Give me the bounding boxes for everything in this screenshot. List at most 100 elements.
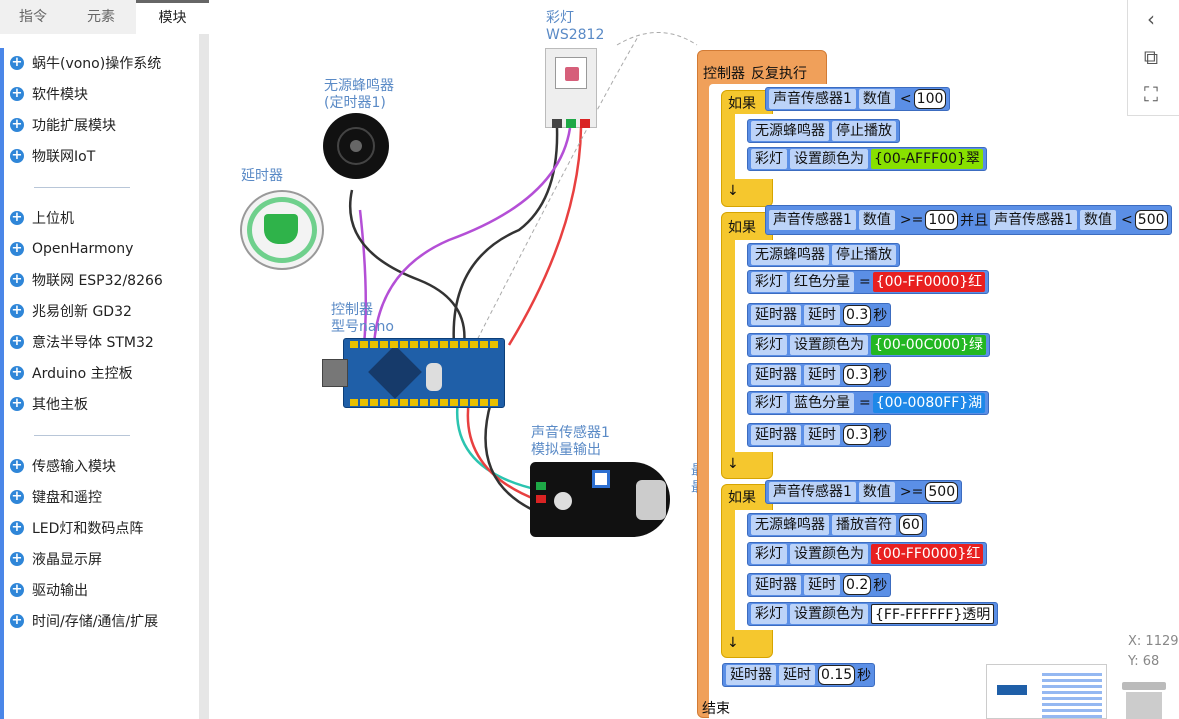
- cursor-x: X: 1129: [1128, 634, 1179, 649]
- statement-block[interactable]: 彩灯红色分量={00-FF0000}红: [747, 270, 990, 294]
- value-field[interactable]: 0.15: [818, 665, 856, 685]
- expand-plus-icon[interactable]: +: [10, 551, 24, 566]
- color-chip[interactable]: {00-FF0000}红: [871, 544, 984, 564]
- category-item[interactable]: + 时间/存储/通信/扩展: [10, 610, 158, 632]
- chevron-left-icon[interactable]: ‹: [1147, 7, 1155, 31]
- value-field[interactable]: 0.3: [843, 365, 872, 385]
- minimap[interactable]: [986, 664, 1107, 719]
- category-label: 传感输入模块: [32, 459, 116, 475]
- value-field[interactable]: 0.3: [843, 425, 872, 445]
- category-item[interactable]: +软件模块: [10, 83, 88, 105]
- sound-sensor-module[interactable]: [530, 462, 670, 537]
- statement-block[interactable]: 彩灯蓝色分量={00-0080FF}湖: [747, 391, 990, 415]
- tab-commands[interactable]: 指令: [19, 9, 47, 25]
- value-field[interactable]: 500: [1134, 210, 1168, 230]
- statement-block[interactable]: 无源蜂鸣器停止播放: [747, 119, 900, 143]
- if-label: 如果: [728, 220, 756, 236]
- statement-block[interactable]: 彩灯设置颜色为{FF-FFFFFF}透明: [747, 602, 999, 626]
- value-field[interactable]: 60: [899, 515, 923, 535]
- expand-plus-icon[interactable]: +: [10, 396, 24, 411]
- category-item[interactable]: + 功能扩展模块: [10, 114, 116, 136]
- tab-elements[interactable]: 元素: [87, 9, 115, 25]
- statement-block[interactable]: 无源蜂鸣器停止播放: [747, 243, 900, 267]
- expand-plus-icon[interactable]: +: [10, 520, 24, 535]
- if-label: 如果: [728, 490, 756, 506]
- category-item[interactable]: + 键盘和遥控: [10, 486, 102, 508]
- statement-block[interactable]: 彩灯设置颜色为{00-FF0000}红: [747, 542, 988, 566]
- category-item[interactable]: +液晶显示屏: [10, 548, 102, 570]
- value-field[interactable]: 500: [925, 482, 959, 502]
- mcu-chip: [368, 345, 422, 399]
- expand-plus-icon[interactable]: +: [10, 210, 24, 225]
- category-item[interactable]: +意法半导体 STM32: [10, 331, 154, 353]
- statement-block[interactable]: 彩灯设置颜色为{00-AFFF00}翠: [747, 147, 987, 171]
- tab-modules[interactable]: 模块: [136, 0, 209, 34]
- copy-icon[interactable]: ⧉: [1143, 45, 1159, 69]
- category-list: + 蜗牛(vono)操作系统 +软件模块 + 功能扩展模块 +物联网IoT +上位机…: [0, 48, 199, 719]
- expand-plus-icon[interactable]: +: [10, 365, 24, 380]
- statement-block[interactable]: 彩灯设置颜色为{00-00C000}绿: [747, 333, 990, 357]
- expand-plus-icon[interactable]: +: [10, 117, 24, 132]
- nano-board[interactable]: [322, 338, 505, 408]
- category-item[interactable]: +Arduino 主控板: [10, 362, 133, 384]
- expand-plus-icon[interactable]: +: [10, 582, 24, 597]
- divider: [34, 435, 130, 436]
- value-field[interactable]: 100: [925, 210, 959, 230]
- category-label: 功能扩展模块: [32, 118, 116, 134]
- buzzer-device[interactable]: [323, 113, 389, 179]
- fit-screen-icon[interactable]: ⛶: [1144, 82, 1158, 106]
- color-chip[interactable]: {00-FF0000}红: [872, 272, 986, 292]
- expand-plus-icon[interactable]: +: [10, 458, 24, 473]
- expand-plus-icon[interactable]: +: [10, 241, 24, 256]
- expand-plus-icon[interactable]: +: [10, 303, 24, 318]
- timer-device[interactable]: [240, 190, 324, 270]
- led-module[interactable]: [545, 48, 597, 128]
- category-item[interactable]: +OpenHarmony: [10, 238, 133, 260]
- module-panel: 指令 元素 模块 + 蜗牛(vono)操作系统 +软件模块 + 功能扩展模块 +物联…: [0, 0, 209, 719]
- timer-label: 延时器: [241, 168, 283, 184]
- expand-plus-icon[interactable]: +: [10, 148, 24, 163]
- expand-plus-icon[interactable]: +: [10, 489, 24, 504]
- value-field[interactable]: 0.3: [843, 305, 872, 325]
- color-chip[interactable]: {00-00C000}绿: [871, 335, 986, 355]
- category-item[interactable]: +物联网IoT: [10, 145, 95, 167]
- category-item[interactable]: +物联网 ESP32/8266: [10, 269, 163, 291]
- expand-plus-icon[interactable]: +: [10, 334, 24, 349]
- panel-tabs: 指令 元素 模块: [0, 0, 209, 34]
- loop-header: 控制器反复执行: [703, 66, 807, 82]
- color-chip[interactable]: {00-AFFF00}翠: [871, 149, 983, 169]
- expand-plus-icon[interactable]: +: [10, 272, 24, 287]
- category-label: LED灯和数码点阵: [32, 521, 144, 537]
- category-item[interactable]: +驱动输出: [10, 579, 88, 601]
- color-chip[interactable]: {FF-FFFFFF}透明: [871, 604, 995, 624]
- category-item[interactable]: +兆易创新 GD32: [10, 300, 132, 322]
- cursor-y: Y: 68: [1128, 654, 1160, 669]
- category-item[interactable]: +其他主板: [10, 393, 88, 415]
- category-item[interactable]: +上位机: [10, 207, 74, 229]
- category-label: 键盘和遥控: [32, 490, 102, 506]
- trash-icon[interactable]: [1114, 674, 1174, 719]
- category-label: 时间/存储/通信/扩展: [32, 614, 159, 630]
- controller-label: 控制器型号nano: [331, 302, 394, 335]
- category-item[interactable]: + LED灯和数码点阵: [10, 517, 143, 539]
- category-item[interactable]: + 蜗牛(vono)操作系统: [10, 52, 161, 74]
- expand-plus-icon[interactable]: +: [10, 86, 24, 101]
- expand-plus-icon[interactable]: +: [10, 55, 24, 70]
- led-chip: [555, 57, 587, 89]
- category-item[interactable]: + 传感输入模块: [10, 455, 116, 477]
- expand-plus-icon[interactable]: +: [10, 613, 24, 628]
- value-field[interactable]: 0.2: [843, 575, 872, 595]
- category-label: 蜗牛(vono)操作系统: [32, 56, 162, 72]
- color-chip[interactable]: {00-0080FF}湖: [872, 393, 986, 413]
- value-field[interactable]: 100: [913, 89, 947, 109]
